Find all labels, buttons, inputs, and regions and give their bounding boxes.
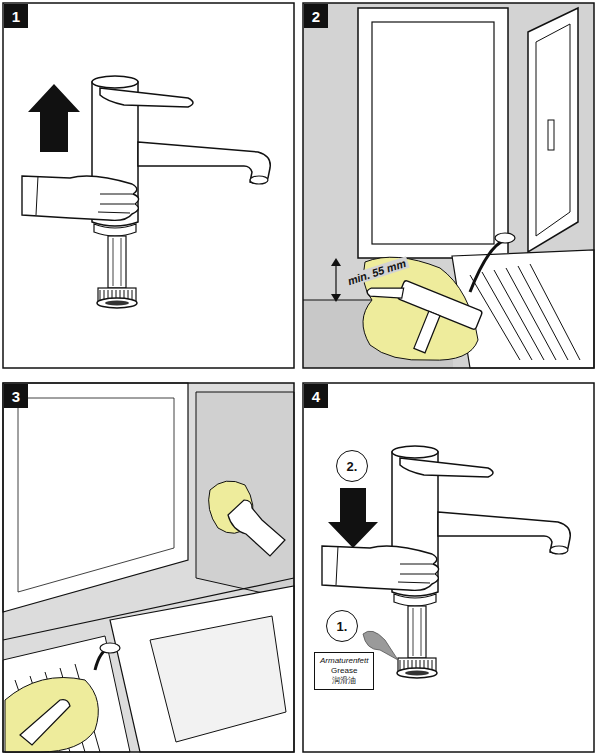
panel-two	[372, 22, 494, 244]
panel-three	[100, 643, 120, 653]
panel-one	[3, 3, 294, 368]
panel-three	[110, 586, 294, 752]
node-text: 2.	[347, 459, 358, 474]
node-text: 1.	[337, 619, 348, 634]
step-number: 2.	[336, 450, 368, 482]
panel-two	[358, 8, 508, 258]
panel-two	[354, 269, 483, 368]
panel-two	[470, 240, 505, 292]
panel-three	[3, 383, 294, 752]
panel-three	[5, 678, 98, 753]
panel-two	[366, 276, 406, 307]
panel-frame	[303, 3, 594, 368]
node-text: 2	[312, 8, 320, 25]
panel-frame	[3, 3, 294, 368]
panel-three	[18, 398, 174, 592]
panel-three	[150, 616, 286, 742]
panel-three	[3, 636, 130, 752]
panel-number: 1	[4, 4, 28, 28]
panel-number: 4	[304, 384, 328, 408]
panel-frame	[3, 3, 594, 752]
panel-two	[414, 311, 440, 353]
panel-three	[196, 392, 294, 600]
dimension-label: min. 55 mm	[344, 256, 409, 287]
node-text: 润滑油	[320, 676, 368, 686]
panel-two	[470, 264, 580, 360]
grease-callout: ArmaturenfettGrease润滑油	[314, 652, 374, 690]
panel-four	[322, 446, 570, 678]
step-number: 1.	[326, 610, 358, 642]
panel-four	[303, 383, 594, 752]
panel-three	[3, 383, 294, 752]
node-text: 4	[312, 388, 320, 405]
panel-one	[22, 76, 270, 308]
panel-four	[303, 383, 594, 752]
node-text: 3	[12, 388, 20, 405]
panel-two	[536, 24, 570, 236]
panel-four	[328, 488, 378, 548]
panel-two	[331, 258, 341, 302]
panel-three	[20, 700, 70, 745]
node-text: Grease	[320, 666, 368, 676]
panel-number: 3	[4, 384, 28, 408]
panel-three	[3, 383, 188, 612]
panel-number: 2	[304, 4, 328, 28]
panel-three	[228, 500, 285, 556]
panel-two	[548, 120, 554, 150]
panel-one	[28, 84, 80, 152]
node-text: Armaturenfett	[320, 656, 368, 666]
panel-frame	[303, 383, 594, 752]
panel-frame	[3, 383, 294, 752]
node-text: 1	[12, 8, 20, 25]
panel-two	[528, 8, 578, 252]
panel-one	[3, 3, 294, 368]
panel-two	[303, 3, 594, 368]
panel-two	[495, 233, 515, 243]
panel-two	[397, 280, 482, 330]
panel-two	[303, 3, 594, 368]
